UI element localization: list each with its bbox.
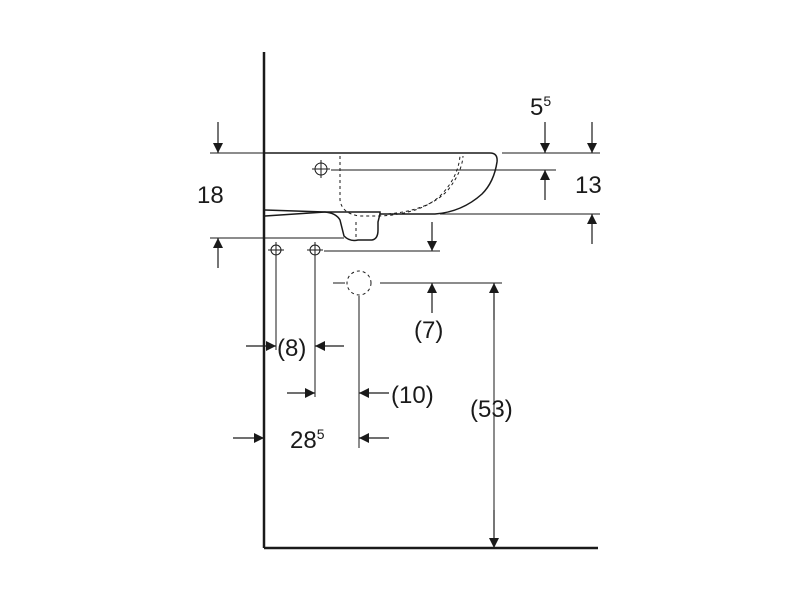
dimension-28-5-base: 28 xyxy=(290,427,317,454)
siphon-outline xyxy=(324,211,381,242)
dimension-7-label: (7) xyxy=(414,317,443,344)
dimension-13-label: 13 xyxy=(575,172,602,199)
dimension-5-5-base: 5 xyxy=(530,94,543,121)
dimension-5-5-label: 55 xyxy=(530,93,551,121)
dimension-5-5-sup: 5 xyxy=(543,93,551,109)
waste-outlet-circle xyxy=(346,270,372,296)
basin-lower-shelf xyxy=(264,209,326,213)
bowl-hidden-line xyxy=(339,155,461,217)
dimension-10-label: (10) xyxy=(391,382,434,409)
tap-hole-crosshair-icon xyxy=(312,160,330,178)
dimension-28-5-label: 285 xyxy=(290,426,325,454)
basin-outline xyxy=(264,152,498,217)
dimension-28-5-sup: 5 xyxy=(317,426,325,442)
bowl-hidden-line-2 xyxy=(387,155,464,215)
dimension-18-label: 18 xyxy=(197,182,224,209)
fixing-left-crosshair-icon xyxy=(268,242,284,258)
dimension-8-label: (8) xyxy=(277,335,306,362)
dimension-53-label: (53) xyxy=(470,396,513,423)
fixing-right-crosshair-icon xyxy=(307,242,323,258)
